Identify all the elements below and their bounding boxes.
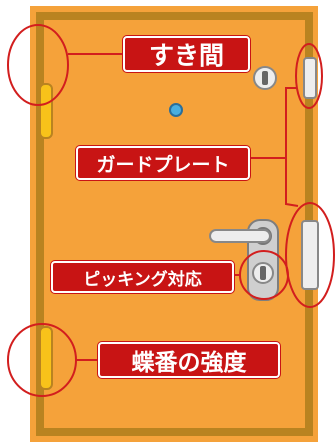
top-lock-keyhole [262, 71, 268, 85]
upper-guard-highlight-circle [295, 43, 323, 109]
gap-label: すき間 [123, 36, 250, 72]
gap-highlight-circle [7, 24, 69, 106]
picking-label: ピッキング対応 [51, 261, 234, 293]
hinge-strength-label: 蝶番の強度 [98, 342, 280, 378]
lower-guard-highlight-circle [285, 202, 335, 308]
lower-guard-plate [301, 220, 319, 290]
guard-connector-lower [285, 158, 299, 207]
peephole-icon [169, 103, 183, 117]
gap-hinge [39, 83, 53, 139]
door-lever [209, 229, 271, 243]
upper-guard-plate [303, 57, 317, 99]
bottom-hinge [39, 326, 53, 390]
guard-plate-label: ガードプレート [76, 146, 250, 180]
guard-connector [246, 87, 296, 159]
lower-lock-keyhole [260, 266, 266, 280]
